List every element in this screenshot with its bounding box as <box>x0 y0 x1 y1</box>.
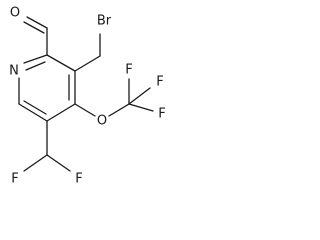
atom-label-ether-oxygen: O <box>97 114 107 129</box>
bond-cf3-f-right <box>128 103 154 112</box>
bond-n1-c2-inner <box>25 61 46 71</box>
atom-label-fluorine-chf2-right: F <box>75 172 82 187</box>
atom-label-fluorine-cf3-top: F <box>125 63 132 78</box>
bond-chf2-f-left <box>23 154 48 172</box>
atom-label-aldehyde-oxygen: O <box>10 6 20 21</box>
bond-cf3-f-upright <box>128 87 151 105</box>
bond-c4-c5 <box>46 103 76 122</box>
bond-chf2-f-right <box>46 154 71 172</box>
atom-label-fluorine-cf3-right: F <box>158 107 165 122</box>
bond-c2-c3 <box>46 54 76 72</box>
bond-c5-c6 <box>18 103 48 122</box>
bond-cho-o-double <box>23 21 45 34</box>
atom-label-bromine: Br <box>97 14 112 29</box>
bond-c4-o <box>74 103 96 117</box>
bond-n1-c2 <box>23 54 48 64</box>
atom-label-fluorine-chf2-left: F <box>11 172 18 187</box>
bond-c5-c6-inner <box>23 100 47 115</box>
molecule-structure: O N Br O F F F F F <box>9 6 166 187</box>
atom-label-fluorine-cf3-upright: F <box>156 75 163 90</box>
atom-label-ring-nitrogen: N <box>9 64 19 79</box>
bond-c3-ch2 <box>74 55 101 72</box>
bond-o-cf3 <box>108 103 130 117</box>
bond-cho-o <box>26 16 48 29</box>
